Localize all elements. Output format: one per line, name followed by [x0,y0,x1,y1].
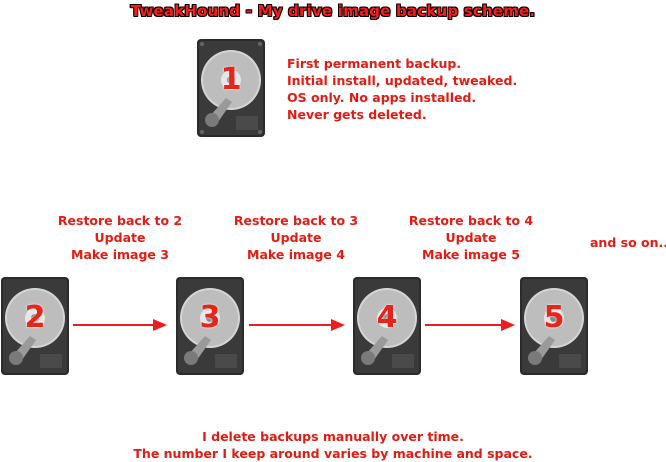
drive-number: 2 [24,299,46,335]
footer-line: I delete backups manually over time. [202,429,464,444]
hard-drive-icon-3: 3 [175,276,245,376]
description-line: OS only. No apps installed. [287,90,477,105]
step-line: Update [94,230,146,245]
footer-line: The number I keep around varies by machi… [133,446,533,461]
and-so-on-label: and so on... [590,235,666,250]
step-line: Restore back to 4 [408,213,534,228]
step-line: Restore back to 2 [57,213,183,228]
footer-note: I delete backups manually over time. The… [0,428,666,462]
hard-drive-icon-1: 1 [196,38,266,138]
step-line: Restore back to 3 [233,213,359,228]
drive-number: 5 [543,299,565,335]
step-line: Update [445,230,497,245]
step-line: Update [270,230,322,245]
hard-drive-icon-5: 5 [519,276,589,376]
step-label-2: Restore back to 3 Update Make image 4 [221,212,371,263]
first-backup-description: First permanent backup. Initial install,… [287,55,517,123]
step-line: Make image 5 [422,247,520,262]
hard-drive-graphic [197,39,265,137]
arrow-right-icon [73,318,167,332]
drive-number: 4 [376,299,398,335]
description-line: Initial install, updated, tweaked. [287,73,518,88]
description-line: First permanent backup. [287,56,462,71]
drive-number: 1 [220,61,242,97]
drive-number: 3 [199,299,221,335]
hard-drive-graphic [353,277,421,375]
hard-drive-icon-4: 4 [352,276,422,376]
step-label-3: Restore back to 4 Update Make image 5 [396,212,546,263]
hard-drive-graphic [176,277,244,375]
hard-drive-icon-2: 2 [0,276,70,376]
diagram-title: TweakHound - My drive image backup schem… [130,2,536,20]
description-line: Never gets deleted. [287,107,427,122]
step-line: Make image 4 [247,247,345,262]
hard-drive-graphic [520,277,588,375]
arrow-right-icon [425,318,515,332]
hard-drive-graphic [1,277,69,375]
step-line: Make image 3 [71,247,169,262]
arrow-right-icon [249,318,345,332]
step-label-1: Restore back to 2 Update Make image 3 [45,212,195,263]
